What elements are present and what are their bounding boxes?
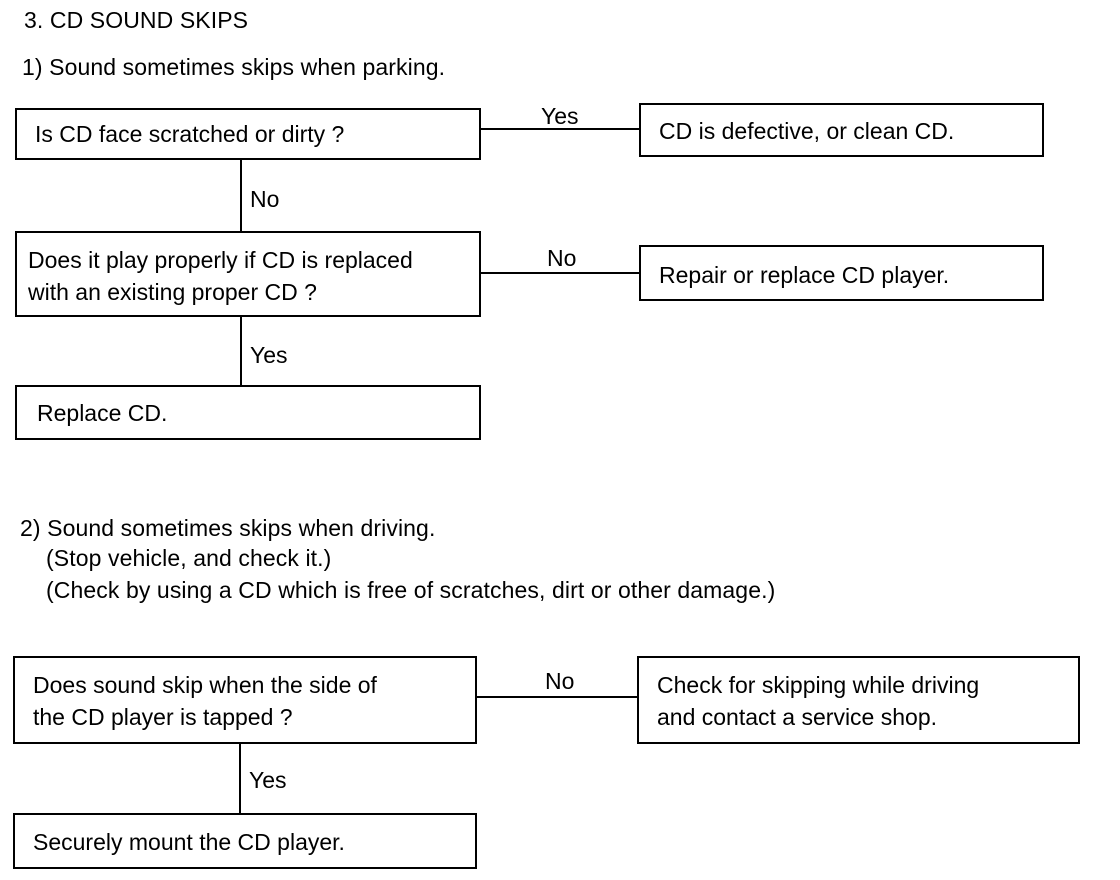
question-text-line2: with an existing proper CD ?	[28, 279, 317, 305]
result-cd-defective: CD is defective, or clean CD.	[639, 103, 1044, 157]
result-replace-cd: Replace CD.	[15, 385, 481, 440]
part2-heading: 2) Sound sometimes skips when driving.	[20, 515, 436, 541]
connector-yes	[240, 317, 242, 385]
yes-label: Yes	[249, 767, 287, 793]
part1-heading: 1) Sound sometimes skips when parking.	[22, 54, 446, 80]
result-text-line1: Check for skipping while driving	[657, 672, 980, 698]
question-text: Is CD face scratched or dirty ?	[35, 121, 345, 147]
question-text-line2: the CD player is tapped ?	[33, 704, 293, 730]
part2-note: (Check by using a CD which is free of sc…	[46, 577, 776, 603]
question-cd-face-scratched: Is CD face scratched or dirty ?	[15, 108, 481, 160]
result-text: CD is defective, or clean CD.	[659, 118, 955, 144]
result-repair-replace-player: Repair or replace CD player.	[639, 245, 1044, 301]
part2-note: (Stop vehicle, and check it.)	[46, 545, 332, 571]
connector-no	[240, 160, 242, 231]
connector-no	[477, 696, 637, 698]
question-text-line1: Does it play properly if CD is replaced	[28, 247, 413, 273]
connector-yes	[481, 128, 639, 130]
result-text-line2: and contact a service shop.	[657, 704, 937, 730]
result-text: Securely mount the CD player.	[33, 829, 345, 855]
connector-no	[481, 272, 639, 274]
result-text: Replace CD.	[37, 400, 168, 426]
no-label: No	[547, 245, 577, 271]
yes-label: Yes	[541, 103, 579, 129]
result-mount-player: Securely mount the CD player.	[13, 813, 477, 869]
no-label: No	[250, 186, 280, 212]
result-text: Repair or replace CD player.	[659, 262, 950, 288]
connector-yes	[239, 744, 241, 813]
yes-label: Yes	[250, 342, 288, 368]
section-title: 3. CD SOUND SKIPS	[24, 7, 249, 33]
question-sound-skip-tapped: Does sound skip when the side of the CD …	[13, 656, 477, 744]
result-check-skipping: Check for skipping while driving and con…	[637, 656, 1080, 744]
question-play-properly: Does it play properly if CD is replaced …	[15, 231, 481, 317]
question-text-line1: Does sound skip when the side of	[33, 672, 377, 698]
no-label: No	[545, 668, 575, 694]
